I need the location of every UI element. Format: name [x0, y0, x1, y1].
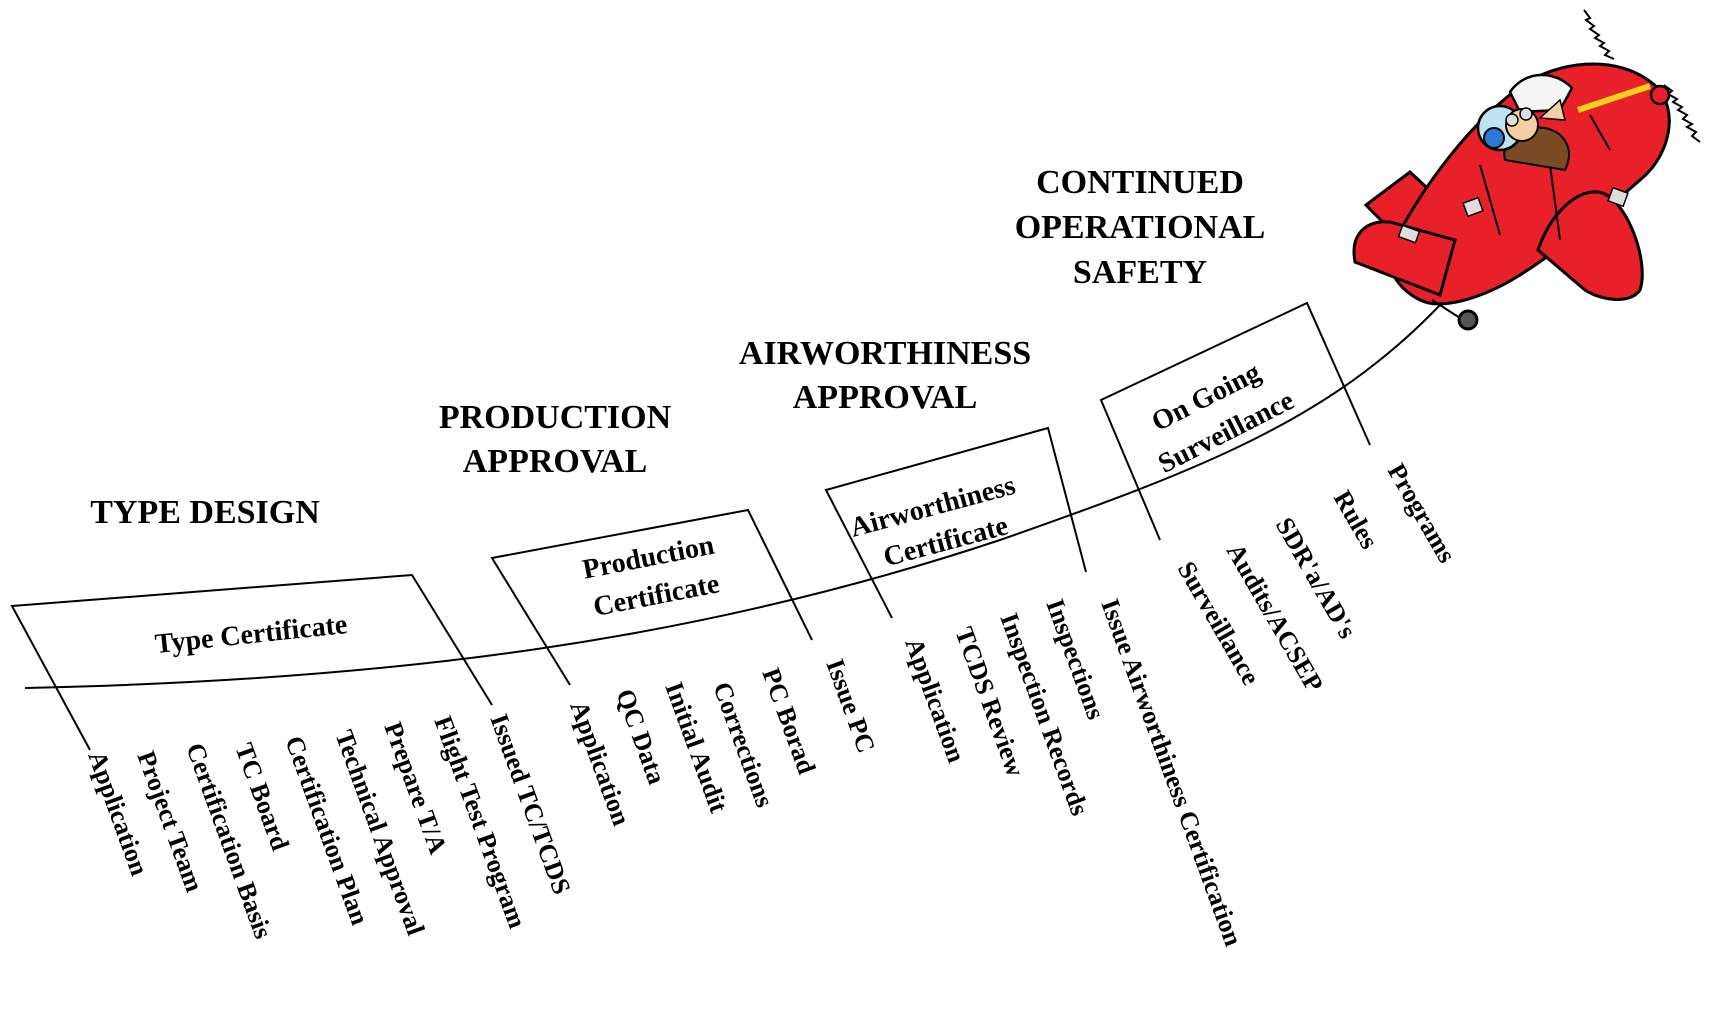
- airplane-cartoon-icon: [1352, 9, 1701, 331]
- stage-box: Type Certificate: [10, 573, 493, 751]
- list-item: Rules: [1328, 486, 1384, 554]
- pilot-icon: [1476, 98, 1570, 172]
- stage-items: Application QC Data Initial Audit Correc…: [564, 655, 881, 830]
- list-item: PC Borad: [756, 664, 821, 778]
- stage-items: Application TCDS Review Inspection Recor…: [899, 595, 1248, 950]
- list-item: Programs: [1382, 459, 1462, 568]
- stage-heading: OPERATIONAL: [1015, 209, 1266, 246]
- stage-box: On Going Surveillance: [1099, 301, 1371, 541]
- stage-box: Production Certificate: [490, 508, 813, 686]
- stage-heading: CONTINUED: [1036, 164, 1244, 201]
- list-item: Issue PC: [820, 655, 881, 757]
- svg-text:Type Certificate: Type Certificate: [153, 609, 348, 660]
- stage-items: Application Project Team Certification B…: [82, 710, 576, 942]
- stage-heading: TYPE DESIGN: [90, 494, 320, 531]
- stage-heading: PRODUCTION: [439, 399, 672, 436]
- flight-path: [24, 304, 1441, 689]
- stage-items: Surveillance Audits/ACSEP SDR'a/AD's Rul…: [1172, 459, 1462, 697]
- stage-heading: APPROVAL: [463, 443, 648, 480]
- stage-heading: APPROVAL: [793, 379, 978, 416]
- stage-heading: SAFETY: [1073, 254, 1207, 291]
- stage-heading: AIRWORTHINESS: [739, 335, 1031, 372]
